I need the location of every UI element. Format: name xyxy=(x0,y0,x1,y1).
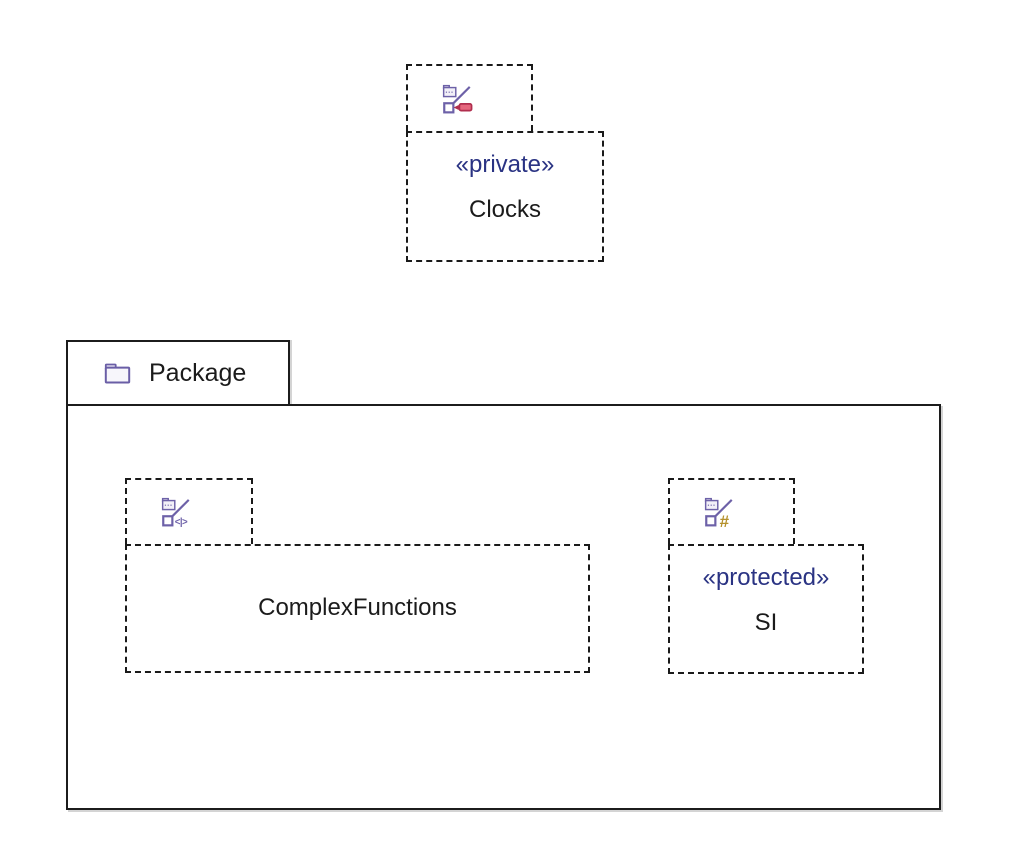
clocks-tab[interactable] xyxy=(406,64,533,131)
package-node-si[interactable]: # «protected» SI xyxy=(668,478,864,674)
si-body[interactable]: «protected» SI xyxy=(668,544,864,674)
clocks-body[interactable]: «private» Clocks xyxy=(406,131,604,262)
clocks-tab-icon-wrap xyxy=(408,66,531,131)
clocks-name: Clocks xyxy=(468,196,541,224)
si-tab[interactable]: # xyxy=(668,478,795,544)
complexfunctions-tab[interactable]: <|> xyxy=(125,478,253,544)
si-stereotype: «protected» xyxy=(702,564,830,591)
complexfunctions-name: ComplexFunctions xyxy=(258,594,457,622)
si-name: SI xyxy=(754,609,778,637)
folder-icon xyxy=(104,363,131,383)
package-import-public-icon: <|> xyxy=(161,497,190,528)
package-tab-content: Package xyxy=(68,342,288,404)
package-import-private-icon xyxy=(442,84,472,113)
package-import-protected-icon: # xyxy=(704,497,733,529)
package-node-complexfunctions[interactable]: <|> ComplexFunctions xyxy=(125,478,590,673)
si-tab-icon-wrap: # xyxy=(670,480,793,544)
protected-visibility-marker: # xyxy=(719,512,729,529)
clocks-stereotype: «private» xyxy=(455,151,555,178)
complexfunctions-body[interactable]: ComplexFunctions xyxy=(125,544,590,673)
package-label: Package xyxy=(149,358,247,387)
public-visibility-marker: <|> xyxy=(175,517,188,528)
complexfunctions-tab-icon-wrap: <|> xyxy=(127,480,251,544)
package-tab[interactable]: Package xyxy=(66,340,290,404)
private-visibility-marker xyxy=(453,102,472,112)
package-node-clocks[interactable]: «private» Clocks xyxy=(406,64,604,262)
